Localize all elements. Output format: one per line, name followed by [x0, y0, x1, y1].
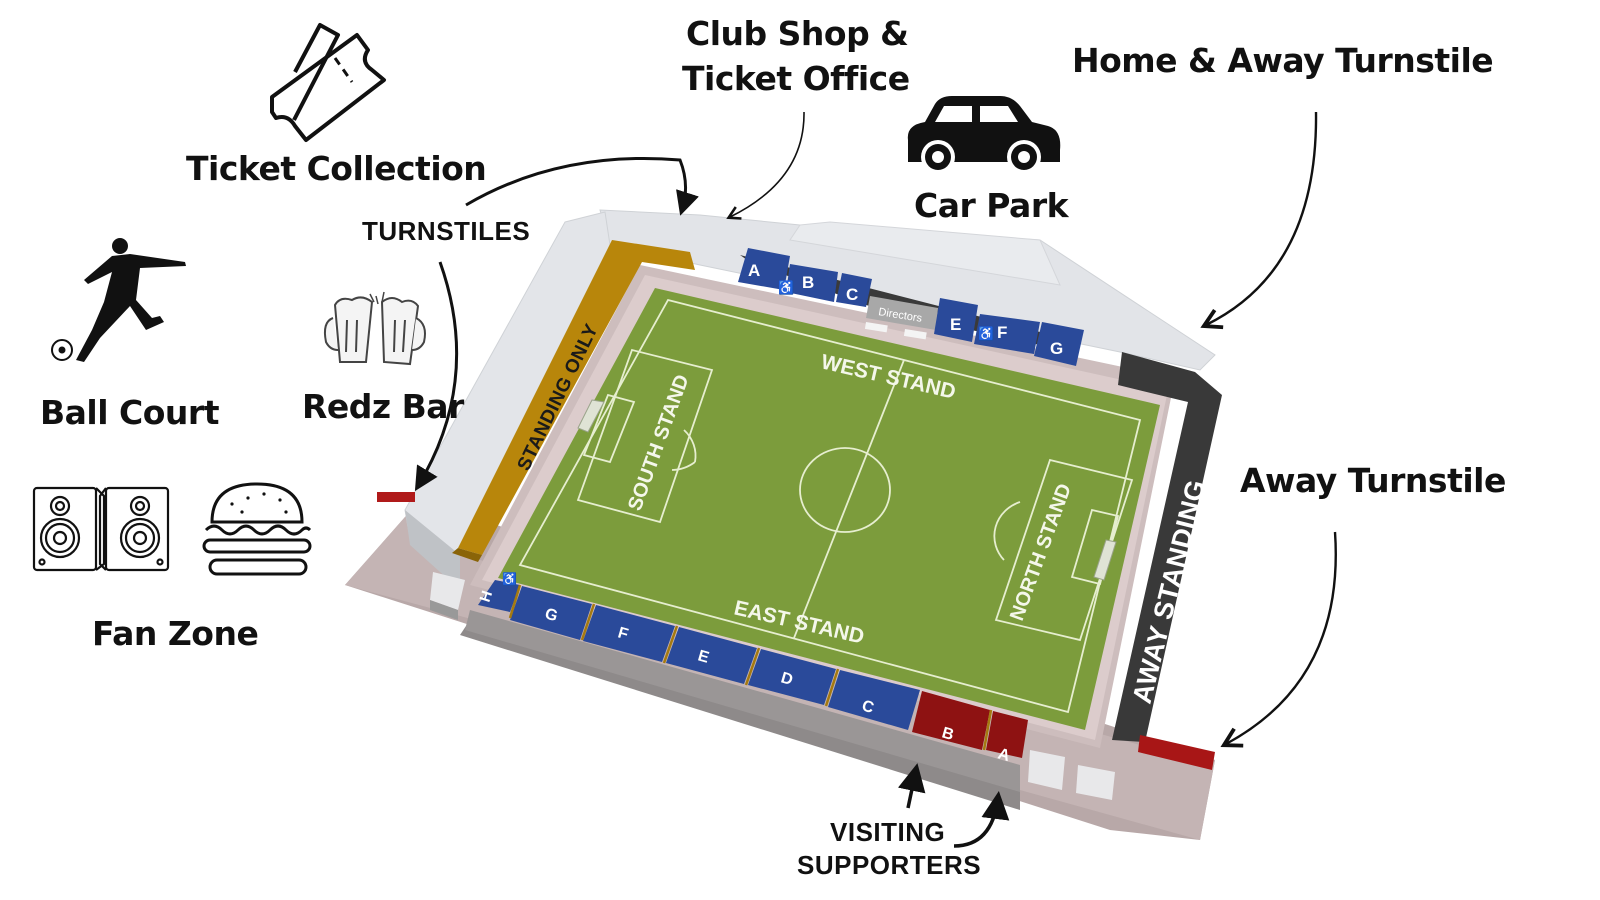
svg-text:A: A: [996, 746, 1012, 766]
ball-court-label[interactable]: Ball Court: [40, 393, 219, 432]
svg-text:E: E: [696, 648, 711, 667]
west-section-A[interactable]: A: [738, 248, 790, 290]
arrow-turnstiles: [414, 261, 459, 492]
speakers-icon: [32, 486, 170, 572]
redz-bar-label[interactable]: Redz Bar: [302, 387, 464, 426]
pitch-markings: [518, 298, 1142, 714]
west-stand-seating: A ♿ B C Directors E ♿ F G: [738, 248, 1084, 366]
east-section-D[interactable]: D: [748, 649, 836, 705]
burger-icon: [202, 482, 312, 576]
svg-text:G: G: [1050, 339, 1063, 358]
svg-text:H: H: [477, 589, 497, 605]
arrow-ticket-collection: [465, 157, 699, 216]
east-section-F[interactable]: F: [583, 605, 675, 662]
svg-text:F: F: [616, 625, 630, 644]
east-section-H[interactable]: ♿ H: [477, 572, 520, 612]
turnstile-building-south: [377, 492, 465, 620]
wheelchair-icon: ♿: [978, 326, 994, 341]
svg-text:G: G: [543, 606, 560, 626]
away-turnstile-label[interactable]: Away Turnstile: [1240, 461, 1506, 500]
fan-zone-label[interactable]: Fan Zone: [92, 614, 259, 653]
west-section-E[interactable]: E: [934, 298, 978, 342]
east-section-A[interactable]: A: [986, 711, 1028, 765]
svg-text:C: C: [860, 698, 876, 718]
car-park-label[interactable]: Car Park: [914, 186, 1069, 225]
east-stand-seating: ♿ H G F E D C B A: [465, 572, 1028, 792]
turnstile-building-north: [1028, 735, 1215, 800]
ticket-collection-label[interactable]: Ticket Collection: [186, 149, 487, 188]
svg-text:C: C: [846, 285, 858, 304]
arrow-home-away-turnstile: [1200, 111, 1318, 330]
club-shop-label-line1[interactable]: Club Shop &: [686, 14, 909, 53]
arrow-club-shop: [726, 111, 805, 220]
pitch: [498, 288, 1160, 730]
club-shop-label-line2[interactable]: Ticket Office: [682, 59, 910, 98]
home-away-turnstile-label[interactable]: Home & Away Turnstile: [1072, 41, 1494, 80]
svg-text:F: F: [997, 323, 1007, 342]
svg-text:D: D: [779, 670, 795, 690]
wheelchair-icon: ♿: [502, 572, 517, 586]
goal-north: [1093, 539, 1117, 581]
car-icon: [907, 96, 1061, 174]
beer-mugs-icon: [323, 291, 426, 366]
arrow-away-turnstile: [1220, 531, 1337, 748]
wheelchair-icon: ♿: [778, 280, 794, 295]
svg-text:A: A: [748, 261, 760, 280]
ticket-icon: [270, 23, 386, 142]
west-section-F[interactable]: ♿ F: [974, 314, 1040, 354]
west-section-B[interactable]: ♿ B: [778, 264, 838, 302]
east-section-B[interactable]: B: [912, 691, 990, 750]
goal-south: [577, 399, 605, 433]
footballer-icon: [51, 238, 186, 362]
svg-text:B: B: [802, 273, 814, 292]
svg-text:B: B: [940, 725, 956, 745]
east-section-E[interactable]: E: [666, 627, 757, 684]
directors-box[interactable]: Directors: [864, 296, 938, 340]
west-section-G[interactable]: G: [1034, 322, 1084, 366]
turnstiles-label[interactable]: TURNSTILES: [362, 216, 531, 246]
arrow-visiting-2: [953, 791, 1010, 848]
east-section-G[interactable]: G: [510, 586, 592, 640]
east-section-C[interactable]: C: [828, 670, 920, 730]
arrow-visiting-1: [897, 763, 926, 809]
visiting-supporters-line2[interactable]: SUPPORTERS: [797, 850, 982, 880]
visiting-supporters-line1[interactable]: VISITING: [830, 817, 946, 847]
svg-text:E: E: [950, 315, 961, 334]
west-section-C[interactable]: C: [836, 273, 872, 307]
